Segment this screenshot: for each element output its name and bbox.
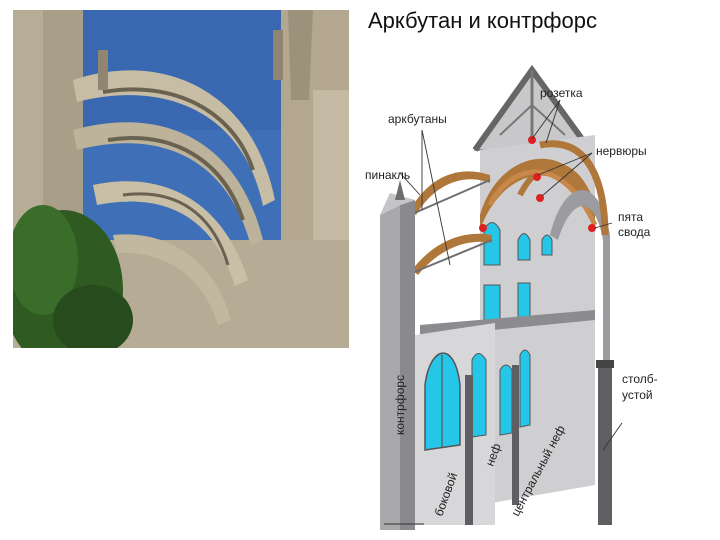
label-kontrfors: контрфорс	[393, 375, 407, 435]
label-pyata-2: свода	[618, 225, 651, 239]
slide-title: Аркбутан и контрфорс	[368, 8, 598, 33]
label-rozetka: розетка	[540, 86, 583, 100]
label-nervyury: нервюры	[596, 144, 647, 158]
label-pyata-1: пята	[618, 210, 643, 224]
roof-truss	[472, 64, 593, 152]
flying-buttress-photo	[13, 10, 349, 348]
side-aisle	[415, 323, 531, 525]
cathedral-cutaway-diagram: розетка аркбутаны нервюры пинакль пята с…	[365, 64, 658, 530]
label-stolb-1: столб-	[622, 372, 658, 386]
label-arkbutany: аркбутаны	[388, 112, 447, 126]
label-pinakl: пинакль	[365, 168, 410, 182]
buttress-column	[380, 180, 415, 530]
leader-lines	[384, 99, 623, 525]
label-stolb-2: устой	[622, 388, 653, 402]
main-arcade	[539, 140, 614, 525]
flying-buttresses	[409, 171, 493, 275]
